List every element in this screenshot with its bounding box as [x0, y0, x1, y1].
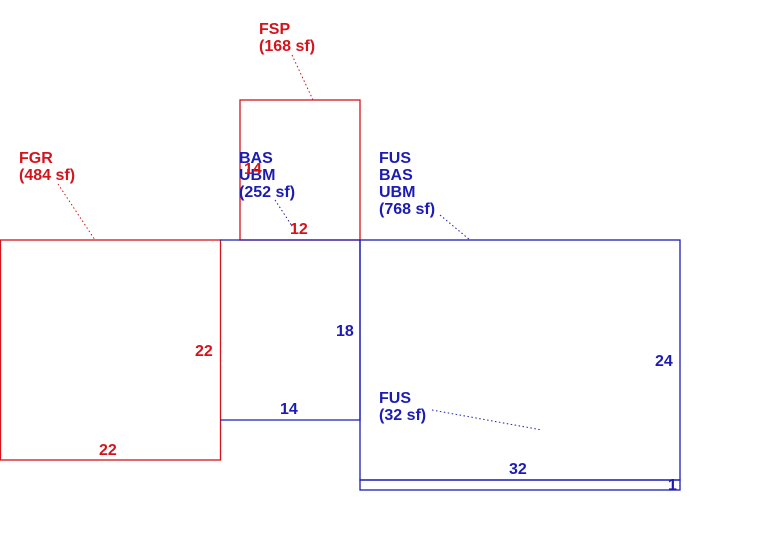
- dim-bas-bottom: 14: [280, 401, 298, 418]
- fsp-area-label: FSP (168 sf): [259, 21, 315, 55]
- main-block-outline: [359, 239, 681, 481]
- fgr-leader: [57, 183, 96, 241]
- fus-strip-leader: [431, 409, 543, 431]
- bas-ubm-leader: [274, 199, 293, 227]
- dim-main-right: 24: [655, 353, 673, 370]
- dim-strip-end: 1: [668, 477, 677, 494]
- fgr-area-label: FGR (484 sf): [19, 150, 75, 184]
- dim-fsp-bottom: 12: [290, 221, 308, 238]
- fsp-leader: [291, 54, 314, 101]
- fus-strip-outline: [359, 479, 681, 491]
- fus-strip-area-label: FUS (32 sf): [379, 390, 426, 424]
- dim-bas-right: 18: [336, 323, 354, 340]
- fus-main-leader: [439, 214, 471, 241]
- main-area-label: FUS BAS UBM (768 sf): [379, 150, 435, 218]
- dim-main-bottom: 32: [509, 461, 527, 478]
- dim-fgr-bottom: 22: [99, 442, 117, 459]
- dim-fsp-side: 14: [244, 161, 262, 178]
- dim-fgr-right: 22: [195, 343, 213, 360]
- fgr-outline: [0, 239, 222, 461]
- bas-ubm-area-label: BAS UBM (252 sf): [239, 150, 295, 201]
